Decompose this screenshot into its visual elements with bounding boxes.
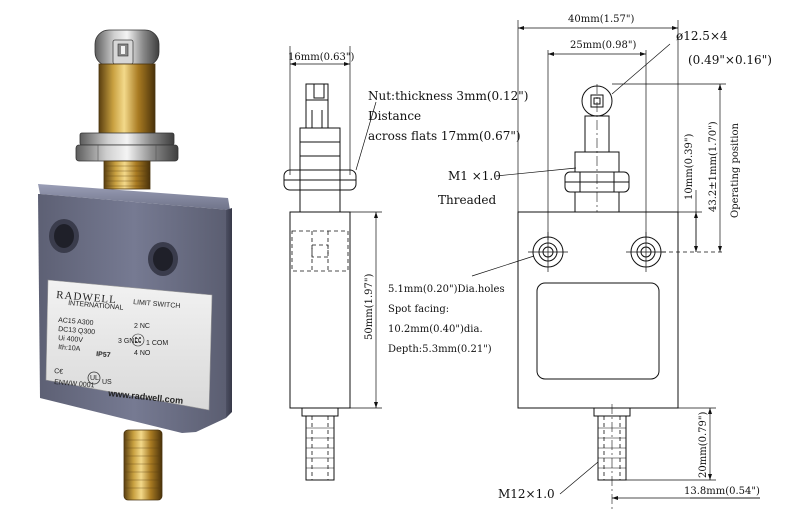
thread-note-line2: Threaded: [438, 193, 497, 207]
photo-ul-logo: UL US: [87, 371, 112, 386]
photo-threaded-neck: [103, 160, 151, 190]
side-height-dim: 50mm(1.97"): [364, 274, 375, 340]
photo-part-code: ENWW 0001: [54, 379, 95, 390]
roller-dim-line2: (0.49"×0.16"): [688, 53, 772, 67]
photo-spec-1: AC15 A300: [58, 317, 94, 327]
side-view-drawing: 16mm(0.63") 50mm(1.97"): [283, 46, 382, 481]
photo-cert-country: US: [102, 379, 112, 386]
photo-ce-mark: C€: [54, 368, 64, 376]
photo-brand-sub: INTERNATIONAL: [68, 300, 124, 312]
photo-wiring-diagram: 2 NC 3 GND 1 COM 4 NO: [118, 323, 168, 357]
front-mounting-hole-right: [626, 232, 666, 272]
photo-label: RADWELL INTERNATIONAL LIMIT SWITCH AC15 …: [45, 279, 213, 411]
connector-offset-dim: 13.8mm(0.54"): [684, 486, 760, 497]
holes-note-line1: 5.1mm(0.20")Dia.holes: [388, 284, 505, 295]
callout-notes: Nut:thickness 3mm(0.12") Distance across…: [355, 89, 599, 501]
front-width-dim: 40mm(1.57"): [568, 14, 634, 25]
product-photo: RADWELL INTERNATIONAL LIMIT SWITCH AC15 …: [38, 29, 232, 501]
svg-text:4 NO: 4 NO: [134, 350, 151, 357]
svg-text:1 COM: 1 COM: [146, 340, 168, 347]
photo-roller: [94, 29, 160, 67]
side-width-dim: 16mm(0.63"): [288, 52, 354, 63]
nut-note-line3: across flats 17mm(0.67"): [368, 129, 521, 143]
photo-spec-2: DC13 Q300: [58, 326, 96, 336]
nut-note-line2: Distance: [368, 109, 421, 123]
roller-dim-line1: ø12.5×4: [676, 29, 728, 43]
svg-text:3 GND: 3 GND: [118, 338, 139, 345]
photo-spec-3: Ui 400V: [58, 335, 84, 344]
photo-spec-4: Ith:10A: [58, 344, 81, 353]
front-operating-dim: 43.2±1mm(1.70"): [708, 121, 719, 212]
svg-text:2 NC: 2 NC: [134, 323, 150, 330]
holes-note-line2: Spot facing:: [388, 304, 449, 315]
photo-product-name: LIMIT SWITCH: [133, 299, 181, 310]
connector-length-dim: 20mm(0.79"): [698, 412, 709, 478]
front-hole-dim: 10mm(0.39"): [684, 134, 695, 200]
holes-note-line4: Depth:5.3mm(0.21"): [388, 344, 492, 355]
photo-brand: RADWELL: [56, 289, 118, 306]
nut-note-line1: Nut:thickness 3mm(0.12"): [368, 89, 528, 103]
holes-note-line3: 10.2mm(0.40")dia.: [388, 324, 483, 335]
front-inner-width-dim: 25mm(0.98"): [570, 40, 636, 51]
thread-note-line1: M1 ×1.0: [448, 169, 501, 183]
svg-text:C€: C€: [54, 368, 64, 376]
front-view-drawing: 40mm(1.57") 25mm(0.98") ø12.5×4 (0.49"×0…: [517, 14, 772, 510]
photo-nut: [75, 132, 179, 162]
front-operating-label: Operating position: [730, 123, 741, 218]
photo-plunger: [98, 63, 156, 137]
svg-text:UL: UL: [90, 375, 99, 382]
connector-thread-note: M12×1.0: [498, 487, 555, 501]
photo-ip-rating: IP57: [96, 351, 111, 359]
front-mounting-hole-left: [528, 232, 568, 272]
photo-connector: [123, 429, 163, 501]
